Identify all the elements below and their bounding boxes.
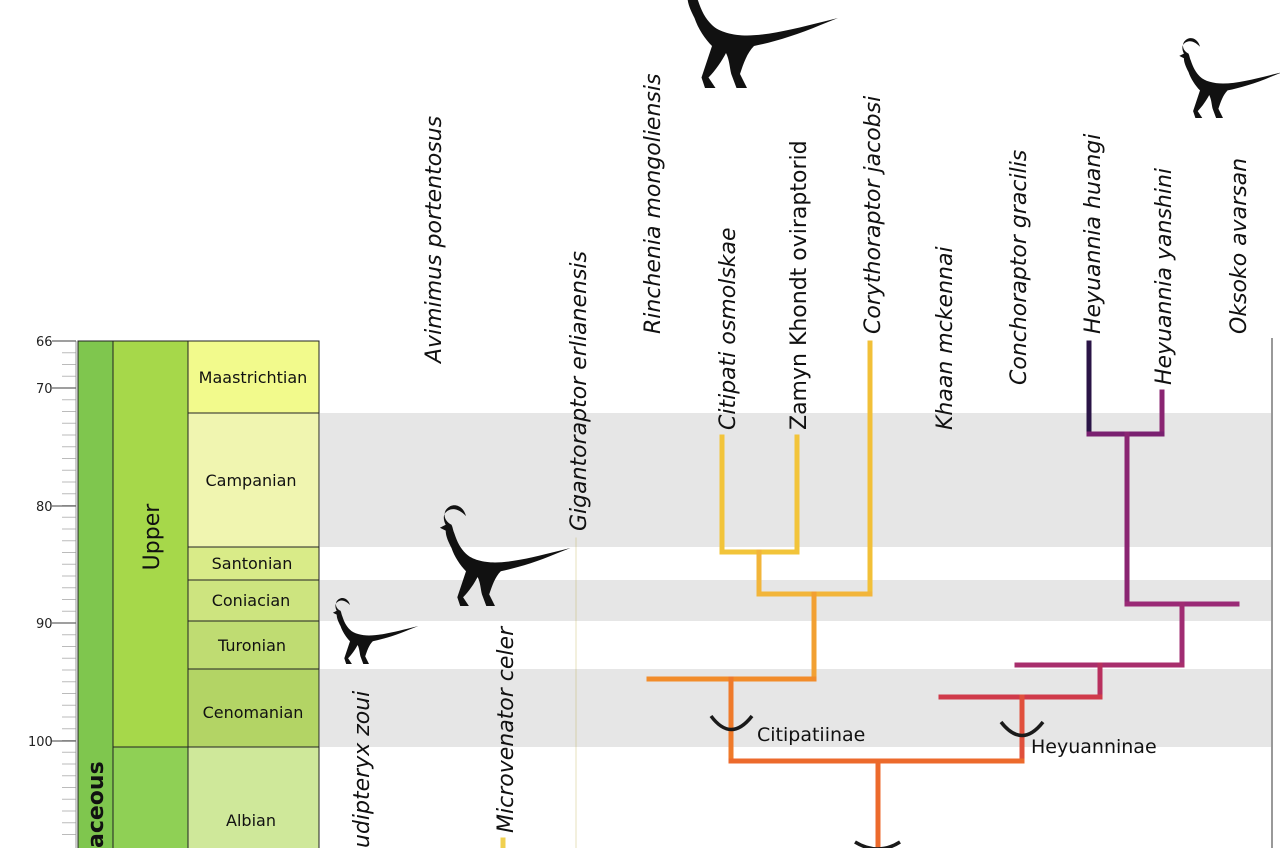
tick-label: 66 (36, 335, 53, 350)
taxon-label-khaan: Khaan mckennai (933, 246, 958, 430)
stage-label: Campanian (205, 471, 296, 490)
stage-cell-santonian (187, 546, 320, 581)
band-coniacian (320, 580, 1272, 621)
time-axis: 66 70 80 90 100 (28, 335, 77, 848)
taxon-labels: udipteryx zoui Avimimus portentosus Micr… (350, 74, 1252, 848)
bracket-heyuanninae (999, 720, 1045, 738)
stage-label: Maastrichtian (199, 368, 308, 387)
stage-cell-campanian (187, 412, 320, 548)
minor-ticks (62, 340, 76, 835)
stage-cell-coniacian (187, 579, 320, 622)
stage-cell-cenomanian (187, 668, 320, 748)
tick-label: 90 (36, 617, 53, 632)
stage-label: Turonian (217, 636, 286, 655)
taxon-label-corythoraptor: Corythoraptor jacobsi (861, 96, 886, 334)
taxon-label-rinchenia: Rinchenia mongoliensis (641, 74, 666, 334)
stage-cell-maastrichtian (187, 340, 320, 414)
time-scale: aceous Upper Maastrichtian Campanian San… (77, 340, 320, 852)
clade-label-citipatiinae: Citipatiinae (757, 724, 865, 746)
series-lower-cell (112, 746, 189, 852)
tick-label: 70 (36, 382, 53, 397)
stage-label: Cenomanian (203, 703, 304, 722)
stage-cell-albian (187, 746, 320, 852)
taxon-label-conchoraptor: Conchoraptor gracilis (1007, 150, 1032, 385)
stage-label: Coniacian (212, 591, 291, 610)
taxon-label-microvenator: Microvenator celer (494, 625, 519, 833)
tick-label: 100 (28, 735, 53, 750)
taxon-label-avimimus: Avimimus portentosus (422, 116, 447, 365)
stage-label: Santonian (212, 554, 293, 573)
taxon-label-oksoko: Oksoko avarsan (1227, 158, 1252, 334)
stage-cell-turonian (187, 620, 320, 670)
period-label: aceous (84, 761, 109, 848)
taxon-label-citipati: Citipati osmolskae (716, 227, 741, 430)
series-upper-cell (112, 340, 189, 748)
taxon-label-heyuannia-yanshini: Heyuannia yanshini (1152, 168, 1177, 385)
taxon-label-gigantoraptor: Gigantoraptor erlianensis (567, 251, 592, 531)
taxon-label-zamyn-khondt: Zamyn Khondt oviraptorid (787, 140, 812, 430)
series-upper-label: Upper (140, 503, 165, 571)
period-cell (77, 340, 114, 852)
stage-label: Albian (226, 811, 276, 830)
phylogenetic-tree (426, 340, 1240, 851)
oviraptorid-silhouette-icon (680, 0, 838, 89)
oviraptorid-silhouette-icon (1179, 38, 1280, 118)
tick-label: 80 (36, 500, 53, 515)
band-cenomanian (320, 669, 1272, 747)
bracket-citipatiinae (709, 714, 754, 732)
taxon-label-heyuannia-huangi: Heyuannia huangi (1081, 134, 1106, 334)
clade-label-heyuanninae: Heyuanninae (1031, 736, 1157, 758)
taxon-label-caudipteryx: udipteryx zoui (350, 691, 375, 848)
